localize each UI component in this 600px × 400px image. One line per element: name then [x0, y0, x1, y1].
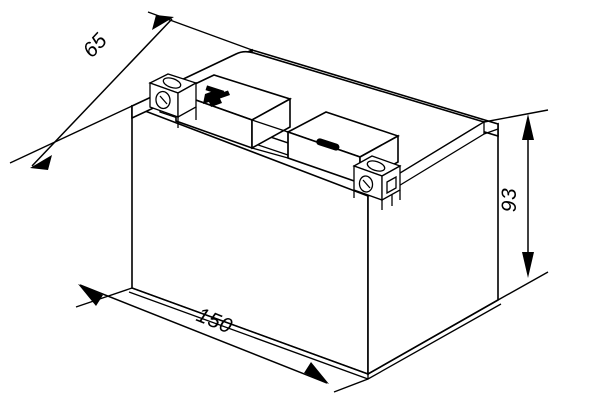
dim93-arrow-top: [522, 114, 534, 140]
cell-blocks-connector-front: [251, 147, 289, 159]
dim150-arrow-start: [78, 284, 103, 306]
positive-marking-plus: [203, 85, 230, 107]
battery-base-edge-right: [367, 299, 499, 375]
negative-marking-slot: [316, 138, 340, 151]
terminal-block-left: [148, 73, 198, 128]
dim150-line: [79, 284, 328, 384]
dim93-ext-line-bottom: [497, 271, 549, 301]
dim150-ext-line-right: [333, 378, 369, 393]
lid-right-tip: [483, 128, 499, 135]
terminal-right-top-hole: [366, 160, 386, 172]
dim65-line: [31, 18, 173, 167]
dim65-arrow-start: [30, 155, 52, 170]
terminal-block-right: [352, 155, 402, 210]
terminal-left-screw-slot: [159, 95, 168, 105]
dim93-label: 93: [498, 188, 521, 212]
dim93-arrow-bottom: [522, 252, 534, 278]
dim93-ext-line-top: [483, 109, 549, 123]
terminal-right-square-hole: [386, 175, 397, 195]
dim150-arrow-end: [304, 362, 329, 384]
dim65-arrow-end: [152, 15, 174, 30]
cell-block-left-side: [251, 97, 291, 150]
terminal-right-screw: [358, 175, 374, 193]
dim65-ext-line-left: [9, 105, 133, 164]
dimension-height-93: 93: [483, 109, 549, 301]
dim65-label: 65: [79, 29, 112, 63]
terminal-left-screw: [155, 90, 171, 110]
terminal-right-screw-slot: [362, 179, 371, 189]
dim150-ext-line-left: [75, 287, 133, 308]
battery-base-edge-front: [131, 287, 369, 375]
cell-blocks-connector-top: [251, 119, 289, 133]
terminal-left-top-hole: [162, 77, 182, 89]
